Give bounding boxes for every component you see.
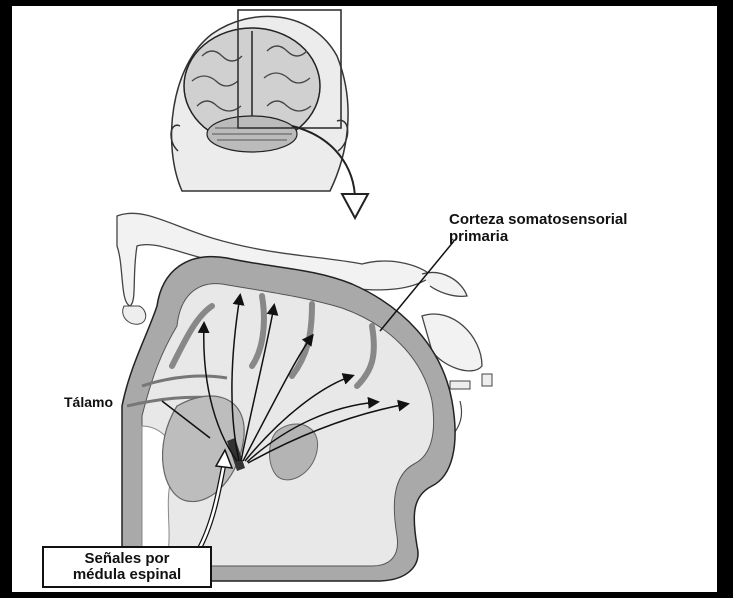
senales-label-line1: Señales por [84,549,170,567]
spinal-signal-arrow [214,448,234,469]
cortex-section [121,256,456,582]
corteza-label-line2: primaria [449,227,509,245]
corteza-label-line1: Corteza somatosensorial [449,211,628,228]
corteza-leader [379,240,455,332]
diagram-frame: Corteza somatosensorial primaria Tálamo … [12,6,717,592]
senales-label-box: Señales por médula espinal [42,546,212,588]
homunculus [116,212,493,437]
brain-diagram [116,9,493,582]
senales-label-line2: médula espinal [72,566,182,583]
talamo-leader [161,400,211,439]
zoom-box [237,9,342,129]
talamo-label: Tálamo [64,394,114,410]
corteza-label: Corteza somatosensorial primaria [449,211,628,245]
head-illustration [170,9,349,192]
projection-arrows [197,293,410,464]
